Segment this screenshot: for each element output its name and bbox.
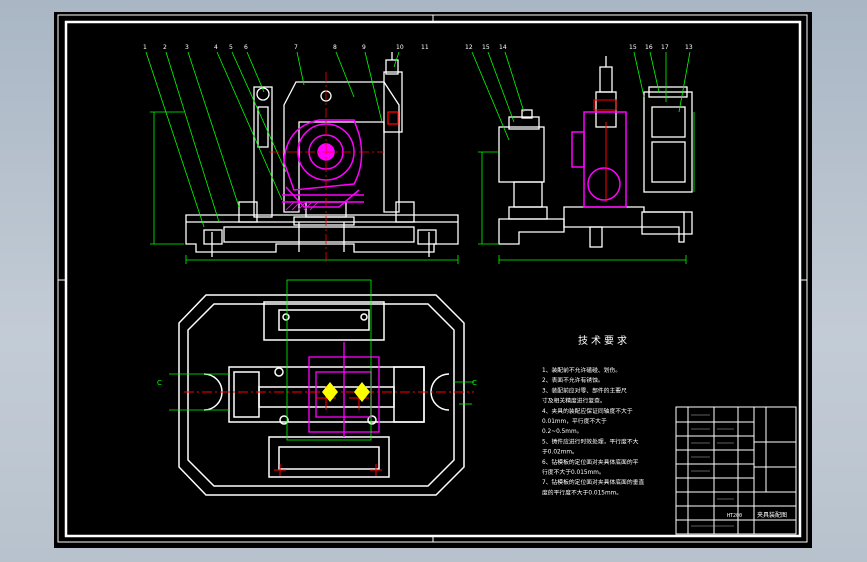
title-block-text: 夹具装配图 HT200 xyxy=(727,511,787,519)
balloon-number: 7 xyxy=(294,44,298,51)
tech-req-line: 1、装配前不允许磕碰、划伤。 xyxy=(542,366,621,374)
tech-req-lines: 1、装配前不允许磕碰、划伤。 2、表面不允许有锈蚀。 3、装配前应对零、部件的主要尺… xyxy=(542,366,644,496)
section-mark-c-right: C xyxy=(472,379,477,387)
balloon-number: 2 xyxy=(163,44,167,51)
tech-req-line: 寸及相关精度进行复查。 xyxy=(542,397,606,405)
balloon-number: 16 xyxy=(645,44,653,51)
balloon-number: 1 xyxy=(143,44,147,51)
balloon-number: 11 xyxy=(421,44,429,51)
balloon-number: 4 xyxy=(214,44,218,51)
side-view-left-balloon-numbers: 12 15 14 xyxy=(465,44,507,51)
title-block-material: HT200 xyxy=(727,513,742,519)
side-view-red xyxy=(593,99,617,202)
tech-req-line: 7、钻模板的定位面对夹具体底面的垂直 xyxy=(542,478,644,486)
top-view-yellow xyxy=(322,382,370,402)
tech-req-line: 行度不大于0.015mm。 xyxy=(542,468,605,476)
tech-req-line: 6、钻模板的定位面对夹具体底面的平 xyxy=(542,458,639,466)
balloon-number: 5 xyxy=(229,44,233,51)
title-block-drawing-name: 夹具装配图 xyxy=(757,511,787,519)
front-view-leaders xyxy=(145,51,459,264)
top-view xyxy=(178,294,465,496)
frame-ticks xyxy=(58,15,807,542)
balloon-number: 15 xyxy=(629,44,637,51)
side-view-right-balloon-numbers: 15 16 17 13 xyxy=(629,44,693,51)
side-view-leaders xyxy=(471,51,695,264)
balloon-number: 15 xyxy=(482,44,490,51)
title-block xyxy=(675,406,797,535)
balloon-number: 12 xyxy=(465,44,473,51)
front-view xyxy=(185,52,459,257)
section-label-left: C xyxy=(157,379,162,387)
section-label-right: C xyxy=(472,379,477,387)
balloon-number: 3 xyxy=(185,44,189,51)
tech-req-line: 度的平行度不大于0.015mm。 xyxy=(542,488,622,496)
tech-req-line: 2、表面不允许有锈蚀。 xyxy=(542,376,604,384)
tech-req-line: 0.2~0.5mm。 xyxy=(542,429,582,435)
balloon-number: 10 xyxy=(396,44,404,51)
tech-req-line: 5、铸件应进行时效处理，平行度不大 xyxy=(542,437,639,445)
tech-req-line: 0.01mm，平行度不大于 xyxy=(542,417,607,425)
drawing-frame xyxy=(57,14,808,543)
balloon-number: 6 xyxy=(244,44,248,51)
balloon-number: 13 xyxy=(685,44,693,51)
side-view-workpiece xyxy=(571,111,627,208)
tech-req-line: 于0.02mm。 xyxy=(542,449,578,456)
front-view-centerlines xyxy=(269,72,384,262)
tech-req-line: 3、装配前应对零、部件的主要尺 xyxy=(542,386,627,394)
front-view-hatching xyxy=(285,201,319,211)
front-view-balloon-numbers: 1 2 3 4 5 6 7 8 9 10 11 xyxy=(143,44,429,51)
front-view-workpiece xyxy=(282,119,364,208)
balloon-number: 14 xyxy=(499,44,507,51)
balloon-number: 8 xyxy=(333,44,337,51)
balloon-number: 9 xyxy=(362,44,366,51)
title-block-fill-rows xyxy=(691,414,734,527)
top-view-dimensions xyxy=(169,279,474,441)
side-view xyxy=(498,56,693,248)
section-mark-c-left: C xyxy=(157,379,162,387)
tech-req-line: 4、夹具的装配应保证同轴度不大于 xyxy=(542,407,633,415)
tech-req-title: 技术要求 xyxy=(578,334,630,347)
balloon-number: 17 xyxy=(661,44,669,51)
technical-requirements: 技术要求 1、装配前不允许磕碰、划伤。 2、表面不允许有锈蚀。 3、装配前应对零、部… xyxy=(542,334,644,496)
